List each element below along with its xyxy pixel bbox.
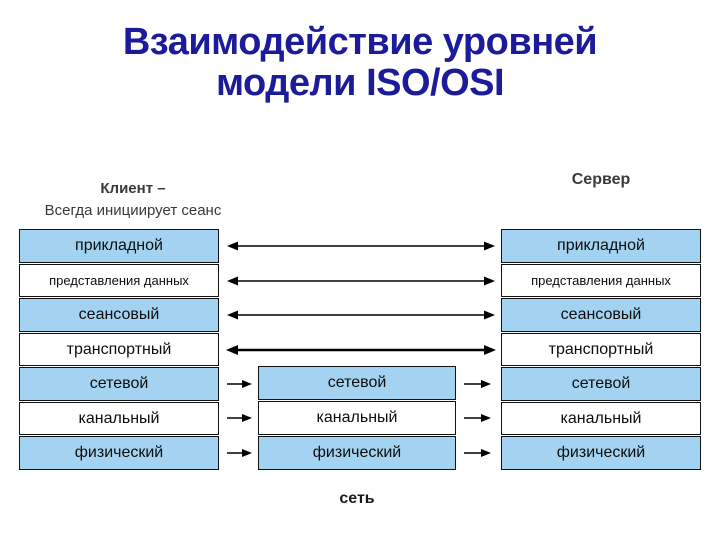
layer-client-application: прикладной [19,229,219,263]
bidirectional-arrow-presentation [227,276,495,286]
forward-arrow-datalink-right [464,414,491,422]
layer-client-presentation: представления данных [19,263,219,298]
network-node-stack: сетевой канальный физический [258,366,456,470]
bidirectional-arrow-transport [226,345,496,355]
forward-arrow-network-right [464,380,491,388]
layer-client-datalink: канальный [19,401,219,436]
layer-client-network: сетевой [19,367,219,401]
layer-server-transport: транспортный [501,332,701,367]
bidirectional-arrow-application [227,241,495,251]
layer-node-physical: физический [258,436,456,470]
layer-client-transport: транспортный [19,332,219,367]
layer-client-physical: физический [19,436,219,471]
layer-server-session: сеансовый [501,298,701,332]
forward-arrow-physical-left [227,449,252,457]
server-label: Сервер [571,171,631,188]
layer-server-presentation: представления данных [501,263,701,298]
layer-server-network: сетевой [501,367,701,401]
bidirectional-arrow-session [227,310,495,320]
network-label: сеть [339,490,375,507]
server-layer-stack: прикладной представления данных сеансовы… [501,229,701,471]
layer-server-application: прикладной [501,229,701,263]
layer-server-physical: физический [501,436,701,471]
client-layer-stack: прикладной представления данных сеансовы… [19,229,219,471]
forward-arrow-datalink-left [227,414,252,422]
client-label-subtext: Всегда инициирует сеанс [44,201,222,219]
client-label: Клиент – Всегда инициирует сеанс [13,178,253,222]
layer-server-datalink: канальный [501,401,701,436]
forward-arrow-network-left [227,380,252,388]
layer-client-session: сеансовый [19,298,219,332]
layer-node-datalink: канальный [258,401,456,435]
forward-arrow-physical-right [464,449,491,457]
slide-title-line1: Взаимодействие уровней [122,21,598,63]
layer-node-network: сетевой [258,366,456,400]
client-label-heading: Клиент – [100,180,166,197]
slide-title-line2: модели ISO/OSI [215,62,505,105]
slide-title: Взаимодействие уровней модели ISO/OSI [0,21,720,105]
